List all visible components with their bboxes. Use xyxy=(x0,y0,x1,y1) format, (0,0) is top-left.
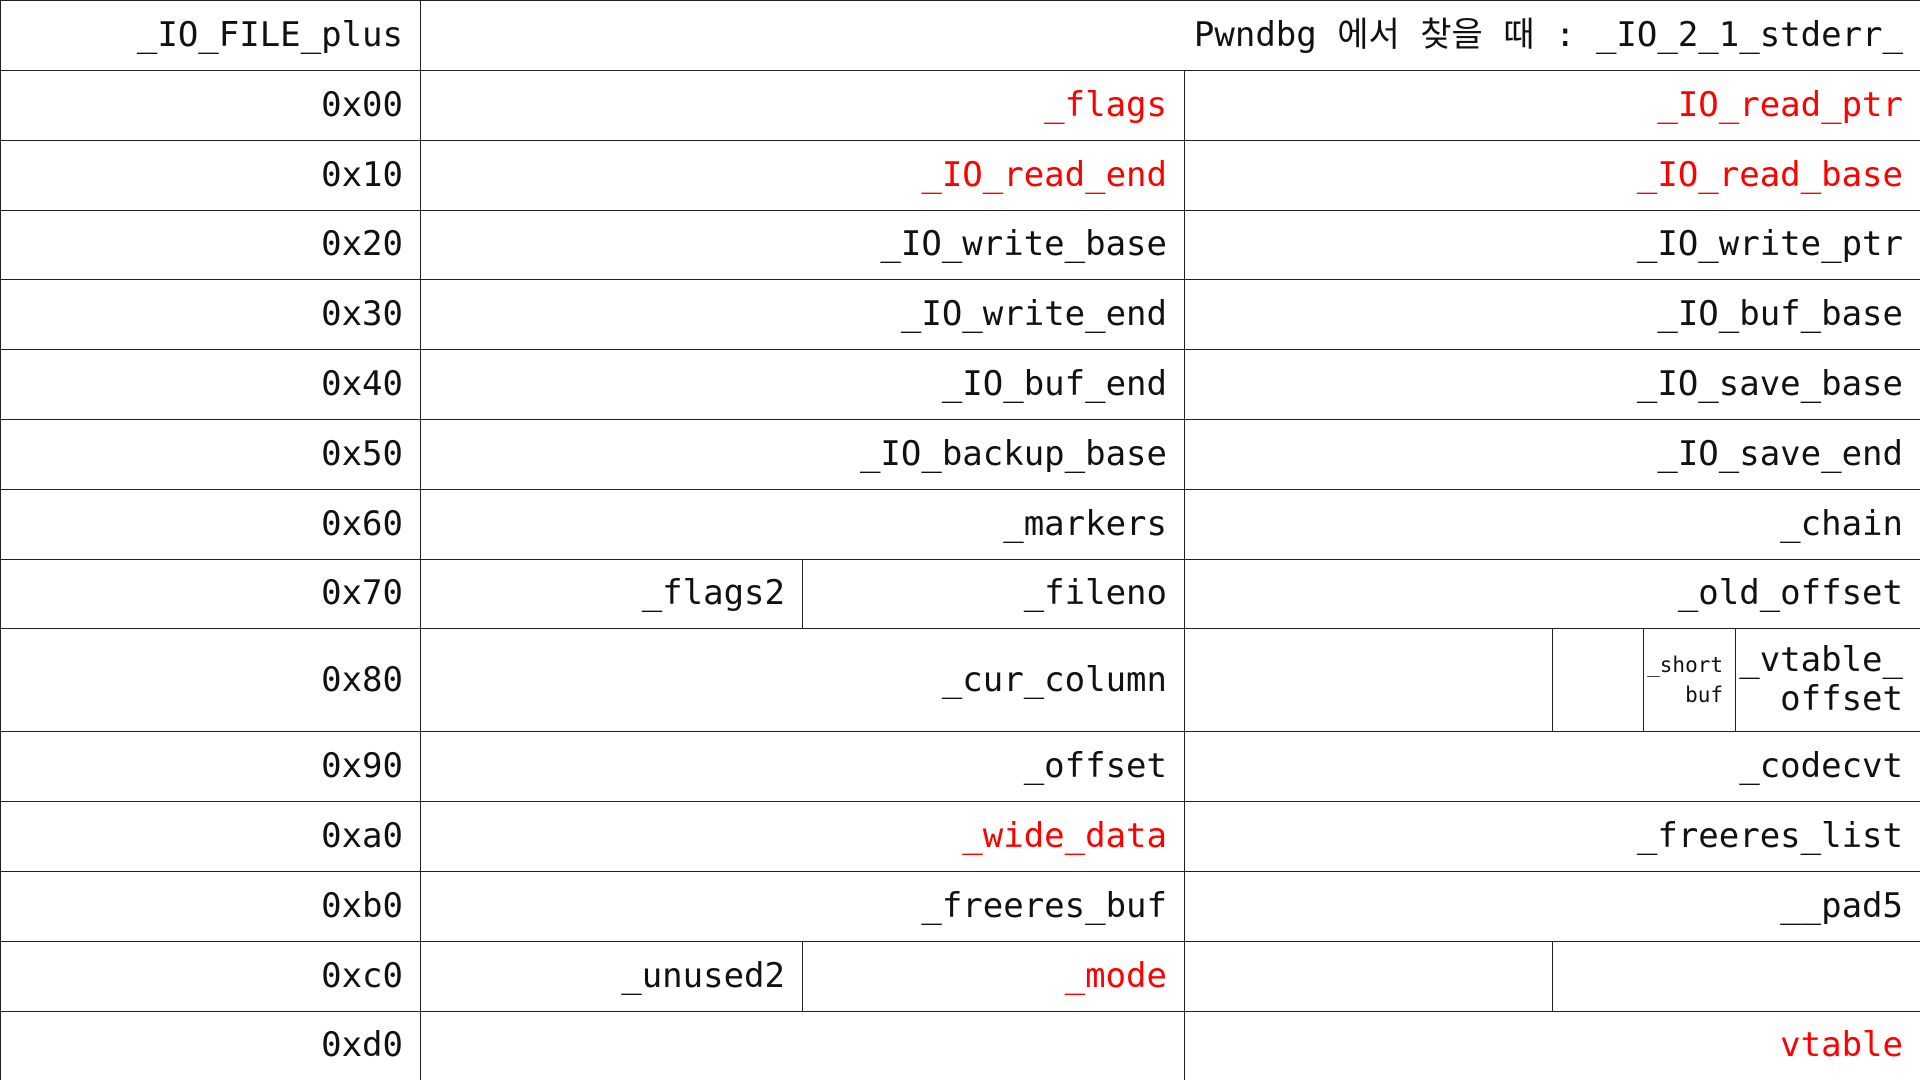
offset-label: 0x50 xyxy=(0,419,421,490)
empty-cell xyxy=(1552,628,1644,733)
offset-label: 0x60 xyxy=(0,488,421,560)
field-cell: _IO_save_end xyxy=(1184,419,1920,490)
field-cell: _freeres_buf xyxy=(420,871,1185,942)
field-cell: _flags2 xyxy=(420,558,803,630)
field-cell: _IO_write_base xyxy=(420,209,1185,281)
offset-label: 0xd0 xyxy=(0,1010,421,1080)
field-cell: _IO_read_base xyxy=(1184,139,1920,211)
field-cell: _flags xyxy=(420,70,1185,141)
offset-label: 0x40 xyxy=(0,349,421,420)
offset-label: 0x90 xyxy=(0,731,421,803)
offset-label: 0xc0 xyxy=(0,940,421,1012)
offset-label: 0xb0 xyxy=(0,871,421,942)
field-cell: _unused2 xyxy=(420,940,803,1012)
offset-label: 0x30 xyxy=(0,279,421,351)
field-cell: _cur_column xyxy=(420,628,1185,733)
field-cell: _fileno xyxy=(802,558,1185,630)
field-cell: _IO_buf_end xyxy=(420,349,1185,420)
field-cell: _IO_backup_base xyxy=(420,419,1185,490)
field-cell: _codecvt xyxy=(1184,731,1920,803)
field-cell: _mode xyxy=(802,940,1185,1012)
field-cell: _offset xyxy=(420,731,1185,803)
field-cell: _IO_buf_base xyxy=(1184,279,1920,351)
offset-label: 0x00 xyxy=(0,70,421,141)
offset-label: 0xa0 xyxy=(0,801,421,872)
field-cell: _IO_read_end xyxy=(420,139,1185,211)
empty-cell xyxy=(1184,628,1553,733)
empty-cell xyxy=(1184,940,1553,1012)
field-cell: _chain xyxy=(1184,488,1920,560)
field-cell: _freeres_list xyxy=(1184,801,1920,872)
offset-label: 0x10 xyxy=(0,139,421,211)
field-cell-short-buf: _short buf xyxy=(1643,628,1736,733)
offset-label: 0x20 xyxy=(0,209,421,281)
field-cell: _IO_write_ptr xyxy=(1184,209,1920,281)
field-cell: _IO_save_base xyxy=(1184,349,1920,420)
field-cell xyxy=(420,1010,1185,1080)
header-struct-name: _IO_FILE_plus xyxy=(0,0,421,71)
field-cell: __pad5 xyxy=(1184,871,1920,942)
field-cell: _IO_read_ptr xyxy=(1184,70,1920,141)
field-cell: _IO_write_end xyxy=(420,279,1185,351)
header-pwndbg-symbol: Pwndbg 에서 찾을 때 : _IO_2_1_stderr_ xyxy=(420,0,1920,71)
field-cell xyxy=(1552,940,1920,1012)
field-cell: _wide_data xyxy=(420,801,1185,872)
field-cell: _old_offset xyxy=(1184,558,1920,630)
offset-label: 0x80 xyxy=(0,628,421,733)
field-cell: _vtable_ offset xyxy=(1735,628,1920,733)
field-cell: _markers xyxy=(420,488,1185,560)
field-cell: vtable xyxy=(1184,1010,1920,1080)
offset-label: 0x70 xyxy=(0,558,421,630)
